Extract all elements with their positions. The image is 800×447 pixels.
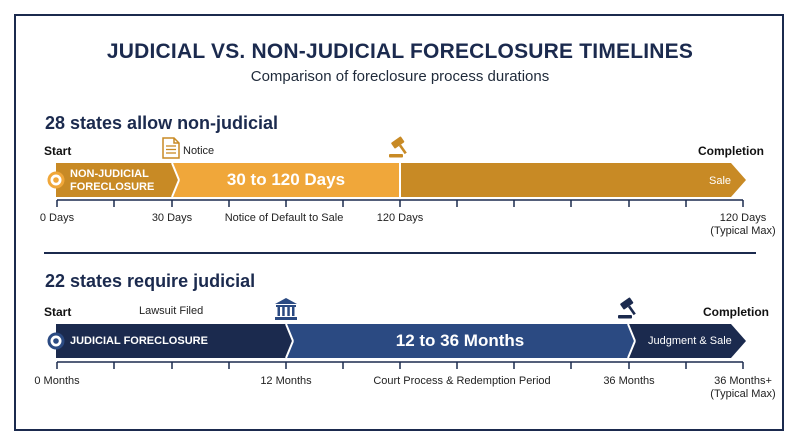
tick-label-36-months-max-line1: 36 Months+ — [714, 375, 772, 387]
tick-label-120-days-max-line2: (Typical Max) — [710, 225, 776, 237]
nonjudicial-start-label: Start — [44, 144, 72, 158]
judicial-axis — [56, 361, 744, 369]
page-frame — [14, 14, 784, 431]
nonjudicial-final-segment — [400, 163, 746, 197]
judicial-heading: 22 states require judicial — [45, 271, 256, 291]
courthouse-icon — [275, 298, 297, 320]
tick-label-0-months: 0 Months — [34, 375, 80, 387]
tick-label-0-days: 0 Days — [39, 212, 75, 224]
page-subtitle: Comparison of foreclosure process durati… — [250, 68, 550, 85]
judicial-timeline-bar — [47, 323, 746, 359]
judicial-completion-label: Completion — [703, 305, 769, 319]
tick-label-120-days-max: 120 Days (Typical Max) — [693, 212, 793, 238]
nonjudicial-range-label: 30 to 120 Days — [226, 170, 346, 189]
lawsuit-filed-label: Lawsuit Filed — [139, 305, 204, 317]
tick-label-notice-to-sale: Notice of Default to Sale — [224, 212, 344, 224]
page-title: JUDICIAL VS. NON-JUDICIAL FORECLOSURE TI… — [106, 40, 694, 63]
tick-label-120-days: 120 Days — [376, 212, 424, 224]
judicial-bar-label: JUDICIAL FORECLOSURE — [70, 335, 208, 347]
nonjudicial-timeline-bar — [47, 162, 746, 198]
tick-label-120-days-max-line1: 120 Days — [719, 212, 767, 224]
judicial-start-label: Start — [44, 305, 72, 319]
judicial-end-label: Judgment & Sale — [648, 335, 732, 347]
tick-label-30-days: 30 Days — [151, 212, 193, 224]
tick-label-court-process: Court Process & Redemption Period — [373, 375, 551, 387]
judicial-final-segment — [628, 324, 746, 358]
gavel-icon — [389, 136, 407, 158]
tick-label-36-months-max-line2: (Typical Max) — [710, 388, 776, 400]
nonjudicial-completion-label: Completion — [698, 144, 764, 158]
nonjudicial-axis — [56, 199, 744, 207]
nonjudicial-initial-segment — [56, 163, 179, 197]
section-divider — [44, 252, 756, 254]
nonjudicial-range-segment — [172, 163, 400, 197]
nonjudicial-bar-label-line1: NON-JUDICIAL — [70, 168, 149, 180]
nonjudicial-end-label: Sale — [709, 175, 732, 187]
nonjudicial-bar-label: NON-JUDICIAL FORECLOSURE — [70, 168, 154, 194]
tick-label-36-months-max: 36 Months+ (Typical Max) — [693, 375, 793, 401]
judicial-range-segment — [286, 324, 635, 358]
judicial-initial-segment — [56, 324, 293, 358]
nonjudicial-heading: 28 states allow non-judicial — [45, 113, 279, 133]
notice-label: Notice — [183, 145, 215, 157]
document-icon — [162, 137, 180, 159]
tick-label-12-months: 12 Months — [260, 375, 312, 387]
nonjudicial-bar-label-line2: FORECLOSURE — [70, 181, 155, 193]
tick-label-36-months: 36 Months — [603, 375, 655, 387]
judicial-range-label: 12 to 36 Months — [395, 331, 525, 350]
gavel-icon-judicial — [618, 297, 636, 319]
